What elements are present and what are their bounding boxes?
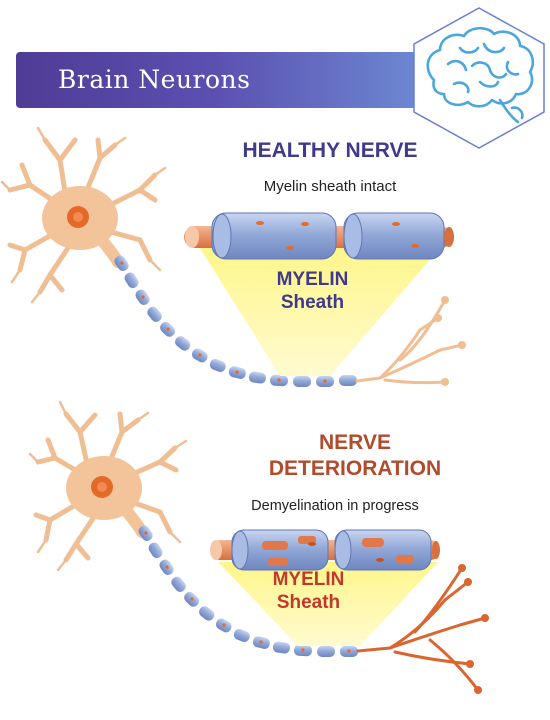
deteriorating-sheath-label: MYELIN Sheath (246, 568, 371, 614)
healthy-zoom-cone (200, 248, 440, 376)
nerve-deterioration-line2: DETERIORATION (268, 457, 442, 480)
healthy-sheath-line1: MYELIN (276, 269, 349, 290)
healthy-axon-terminals (355, 298, 464, 385)
deteriorating-axon-terminals (356, 566, 487, 692)
healthy-sheath-label: MYELIN Sheath (250, 268, 375, 314)
nerve-deterioration-title: NERVE DETERIORATION (255, 430, 455, 482)
deteriorating-neuron (28, 400, 489, 694)
nerve-deterioration-line1: NERVE (319, 431, 391, 454)
brain-icon (413, 7, 545, 149)
healthy-neuron (0, 126, 466, 387)
healthy-nerve-title: HEALTHY NERVE (242, 139, 418, 162)
healthy-magnified-axon (184, 212, 454, 260)
deteriorating-magnified-axon (210, 529, 440, 571)
healthy-dendrites (7, 137, 158, 295)
title-banner: Brain Neurons (16, 52, 446, 108)
healthy-sheath-line2: Sheath (280, 292, 345, 313)
deteriorating-sheath-line2: Sheath (276, 592, 341, 613)
brain-icon-badge (408, 4, 550, 152)
banner-title: Brain Neurons (58, 65, 251, 94)
deteriorating-sheath-line1: MYELIN (272, 569, 345, 590)
healthy-nerve-subtitle: Myelin sheath intact (263, 178, 397, 195)
healthy-axon (114, 255, 357, 387)
deterioration-subtitle: Demyelination in progress (251, 498, 419, 514)
deteriorating-axon (138, 525, 358, 657)
deteriorating-zoom-cone (218, 562, 438, 646)
